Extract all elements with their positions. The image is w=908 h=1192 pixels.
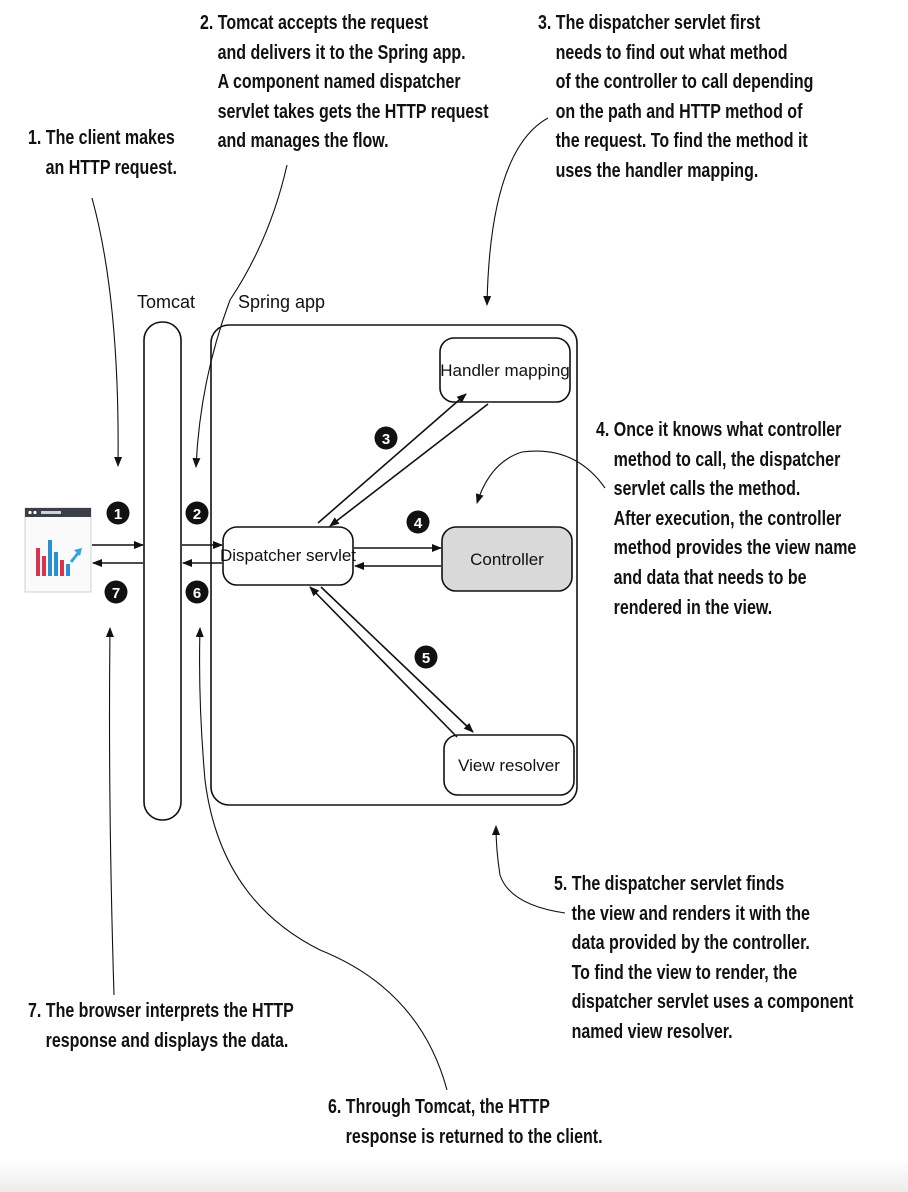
callout-1 [91,197,123,467]
view-resolver-label: View resolver [458,756,560,775]
note-line: uses the handler mapping. [555,159,759,182]
note-step-7: 7. The browser interprets the HTTP respo… [28,997,294,1056]
step-badge-5: 5 [414,645,438,669]
note-line: servlet takes gets the HTTP request [217,100,489,123]
controller-label: Controller [470,550,544,569]
note-line: 3. The dispatcher servlet first [538,12,761,34]
note-step-5: 5. The dispatcher servlet finds the view… [554,870,853,1048]
note-step-3: 3. The dispatcher servlet first needs to… [538,9,813,187]
note-line: the view and renders it with the [571,902,810,925]
callout-6 [195,627,448,1091]
note-line: rendered in the view. [613,596,773,619]
note-step-1: 1. The client makes an HTTP request. [28,124,177,183]
note-step-6: 6. Through Tomcat, the HTTP response is … [328,1093,603,1152]
arrow-handler-to-dispatcher [329,403,489,527]
note-step-4: 4. Once it knows what controller method … [596,416,856,623]
step-badge-1: 1 [106,501,130,525]
spring-app-container [210,324,578,806]
callout-5 [492,825,566,914]
note-line: named view resolver. [571,1020,733,1043]
note-line: and delivers it to the Spring app. [217,41,466,64]
note-line: on the path and HTTP method of [555,100,803,123]
svg-text:7: 7 [112,585,120,602]
note-line: servlet calls the method. [613,478,801,501]
spring-app-label: Spring app [238,292,325,312]
note-line: of the controller to call depending [555,71,814,94]
view-resolver-box: View resolver [443,734,575,796]
callout-7 [105,627,115,996]
tomcat-bar [143,321,182,821]
note-line: response and displays the data. [45,1029,289,1052]
svg-text:2: 2 [193,506,201,523]
browser-chart-icon [24,507,92,593]
note-line: method provides the view name [613,537,857,560]
handler-mapping-box: Handler mapping [439,337,571,403]
svg-text:6: 6 [193,585,201,602]
note-line: 6. Through Tomcat, the HTTP [328,1096,550,1118]
arrow-view-to-dispatcher [309,586,458,738]
note-line: To find the view to render, the [571,961,798,984]
note-line: After execution, the controller [613,507,842,530]
note-line: 7. The browser interprets the HTTP [28,1000,294,1022]
note-line: the request. To find the method it [555,130,808,153]
svg-text:5: 5 [422,650,430,667]
step-badge-7: 7 [104,580,128,604]
dispatcher-servlet-box: Dispatcher servlet [220,526,356,586]
step-badge-6: 6 [185,580,209,604]
tomcat-label: Tomcat [137,292,195,312]
svg-text:1: 1 [114,506,122,523]
note-line: and data that needs to be [613,566,807,589]
note-line: 4. Once it knows what controller [596,419,842,441]
callout-3 [483,117,549,306]
note-line: response is returned to the client. [345,1125,603,1148]
note-line: dispatcher servlet uses a component [571,991,854,1014]
arrow-dispatcher-to-view [320,586,474,733]
note-line: and manages the flow. [217,130,389,153]
svg-text:3: 3 [382,431,390,448]
note-line: method to call, the dispatcher [613,448,841,471]
note-line: A component named dispatcher [217,71,461,94]
controller-box: Controller [441,526,573,592]
svg-text:4: 4 [414,515,423,532]
handler-mapping-label: Handler mapping [440,361,569,380]
note-step-2: 2. Tomcat accepts the request and delive… [200,9,489,157]
note-line: 2. Tomcat accepts the request [200,12,429,34]
arrow-dispatcher-to-handler [317,393,467,524]
dispatcher-servlet-label: Dispatcher servlet [220,546,356,565]
step-badge-3: 3 [374,426,398,450]
note-line: needs to find out what method [555,41,788,64]
step-badge-2: 2 [185,501,209,525]
callout-4 [475,450,606,504]
note-line: data provided by the controller. [571,932,810,955]
note-line: 5. The dispatcher servlet finds [554,873,785,895]
note-line: an HTTP request. [45,156,177,179]
step-badge-4: 4 [406,510,430,534]
callout-2 [192,164,288,468]
note-line: 1. The client makes [28,127,175,149]
